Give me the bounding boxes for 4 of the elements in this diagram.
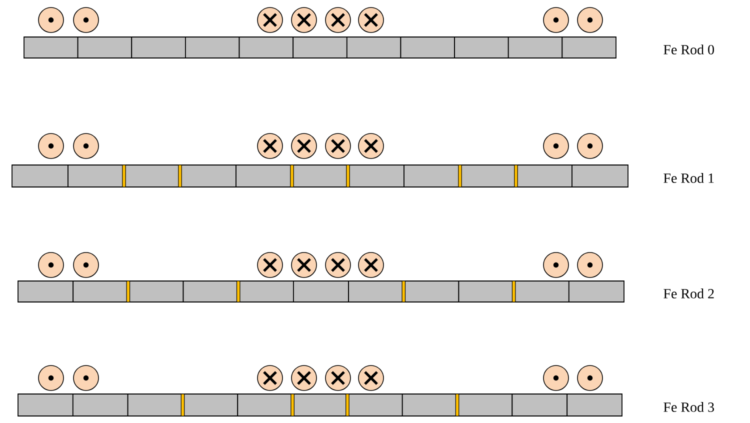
rod-label: Fe Rod 1 [664,173,714,183]
rod-label: Fe Rod 3 [664,402,714,412]
rod-label: Fe Rod 0 [664,44,714,54]
rod-label: Fe Rod 2 [664,288,714,298]
